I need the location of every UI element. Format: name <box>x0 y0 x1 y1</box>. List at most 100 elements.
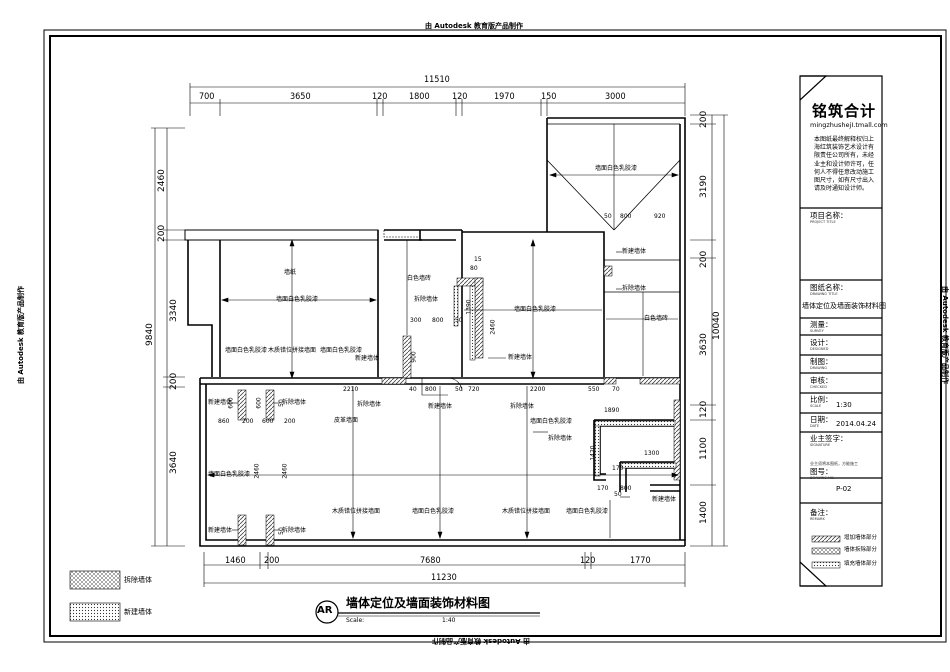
dimension-lines-top <box>189 83 686 116</box>
tb-owner-note: 业主须将本图纸，方能施工 <box>810 461 858 466</box>
elevation-arrows <box>207 124 679 539</box>
tb-date-label: 日期： <box>810 415 833 424</box>
inner-dim-920: 920 <box>654 213 666 220</box>
dim-bottom-3: 7680 <box>420 556 441 566</box>
inner-dim-200-a: 200 <box>242 418 254 425</box>
dimension-lines-right <box>690 114 728 547</box>
tb-drawing-no: P-02 <box>836 485 852 493</box>
inner-dim-1890: 1890 <box>604 407 620 414</box>
tb-owner-en: SIGNATURE <box>810 443 831 447</box>
inner-dim-15: 15 <box>474 256 482 263</box>
dim-left-1: 2460 <box>157 169 167 192</box>
tb-website: mingzhushejI.tmall.com <box>810 121 888 129</box>
tb-remarks-en: REMARK <box>810 517 825 521</box>
inner-dim-800-a: 800 <box>432 317 444 324</box>
inner-dim-600-c: 600 <box>255 397 263 409</box>
tb-legend-2: 墙体拆除部分 <box>844 547 878 553</box>
dim-right-1: 200 <box>699 110 709 128</box>
inner-dim-2460: 2460 <box>489 319 497 335</box>
legend-swatch-demolish <box>69 570 121 590</box>
tb-drawing-name-label: 图纸名称： <box>810 283 848 292</box>
legend-demolish-label: 拆除墙体 <box>124 576 152 584</box>
dim-bottom-5: 1770 <box>630 556 651 566</box>
label-new-7: 新建墙体 <box>208 527 233 534</box>
label-wallpaper: 墙纸 <box>284 269 297 276</box>
title-main: 墙体定位及墙面装饰材料图 <box>346 596 491 610</box>
inner-dim-860: 860 <box>218 418 230 425</box>
label-new-1: 新建墙体 <box>355 355 380 362</box>
label-paint-6: 墙面白色乳胶漆 <box>530 418 573 425</box>
tb-drawing-no-en: DRAWING NO. <box>810 476 835 480</box>
watermark-top: 由 Autodesk 教育版产品制作 <box>425 22 524 30</box>
inner-dim-170-a: 170 <box>612 465 624 472</box>
dim-top-1: 700 <box>199 92 215 102</box>
label-paint-2: 墙面白色乳胶漆 <box>225 347 268 354</box>
label-demolish-6: 拆除墙体 <box>548 435 573 442</box>
label-new-5: 新建墙体 <box>428 403 453 410</box>
tb-check-en: CHECKED <box>810 385 827 389</box>
label-paint-4: 墙面白色乳胶漆 <box>514 306 557 313</box>
tb-project-en: PROJECT TITLE <box>810 220 836 224</box>
sheet-border-outer <box>43 29 947 643</box>
label-demolish-5: 拆除墙体 <box>510 403 535 410</box>
label-demolish-4: 拆除墙体 <box>357 401 382 408</box>
inner-dim-40: 40 <box>409 386 417 393</box>
label-brick-2: 白色墙砖 <box>644 315 669 322</box>
inner-dim-1300: 1300 <box>644 450 660 457</box>
inner-dim-1390: 1390 <box>465 299 473 315</box>
inner-dim-2460-a: 2460 <box>253 463 261 479</box>
tb-scale-en: SCALE <box>810 404 822 408</box>
inner-dim-50-c: 50 <box>604 213 612 220</box>
label-new-6: 新建墙体 <box>652 496 677 503</box>
legend-swatch-new <box>69 602 121 622</box>
label-demolish-7: 拆除墙体 <box>282 527 307 534</box>
dim-left-4: 200 <box>169 372 179 390</box>
tb-check-label: 审核： <box>810 376 833 385</box>
tb-draw-en: DRAWING <box>810 366 828 370</box>
label-paint-1: 墙面白色乳胶漆 <box>276 296 319 303</box>
title-badge: AR <box>317 605 333 616</box>
inner-dim-200-b: 200 <box>284 418 296 425</box>
dim-bottom-total: 11230 <box>431 573 457 583</box>
dim-top-8: 3000 <box>605 92 626 102</box>
label-paint-9: 墙面白色乳胶漆 <box>566 508 609 515</box>
dim-top-2: 3650 <box>290 92 311 102</box>
dim-top-5: 120 <box>452 92 468 102</box>
inner-dim-50-d: 50 <box>614 491 622 498</box>
tb-legend-3: 填充墙体部分 <box>844 561 878 567</box>
tb-drawing-no-label: 图号： <box>810 467 833 476</box>
dim-top-6: 1970 <box>494 92 515 102</box>
label-demolish-3: 拆除墙体 <box>282 399 307 406</box>
label-wood-3: 木质错位拼接墙面 <box>502 508 551 515</box>
inner-dim-800-b: 800 <box>425 386 437 393</box>
tb-owner-label: 业主签字： <box>810 434 848 443</box>
dim-right-4: 3630 <box>699 333 709 356</box>
tb-drawing-name: 墙体定位及墙面装饰材料图 <box>802 302 886 310</box>
new-walls <box>453 285 677 477</box>
inner-dim-2460-b: 2460 <box>281 463 289 479</box>
label-paint-5: 墙面白色乳胶漆 <box>595 165 638 172</box>
inner-dim-170-b: 170 <box>597 485 609 492</box>
tb-legend-1: 增加墙体部分 <box>844 535 878 541</box>
tb-notice: 本图纸最终解释权归上 海红筑装饰艺术设计有 限责任公司所有，未经 业主和设计师许… <box>814 136 875 193</box>
tb-date-en: DATE <box>810 424 820 428</box>
tb-legend-swatch-3 <box>811 561 841 569</box>
inner-dim-2210: 2210 <box>343 386 359 393</box>
label-wood-1: 木质错位拼接墙面 <box>268 347 317 354</box>
dim-right-3: 200 <box>699 250 709 268</box>
dim-bottom-1: 1460 <box>225 556 246 566</box>
inner-dim-80: 80 <box>470 265 478 272</box>
tb-legend-swatch-2 <box>811 547 841 555</box>
tb-design-label: 设计： <box>810 338 833 347</box>
tb-drawing-name-en: DRAWING TITLE <box>810 292 838 296</box>
label-demolish-2: 拆除墙体 <box>622 285 647 292</box>
tb-design-en: DESIGNED <box>810 347 829 351</box>
label-paint-8: 墙面白色乳胶漆 <box>412 508 455 515</box>
legend-new-label: 新建墙体 <box>124 608 152 616</box>
inner-dim-800-d: 800 <box>620 485 632 492</box>
doors <box>383 159 681 396</box>
tb-logo: 铭筑合计 <box>812 102 877 120</box>
inner-dim-70: 70 <box>612 386 620 393</box>
title-scale-value: 1:40 <box>442 617 456 624</box>
